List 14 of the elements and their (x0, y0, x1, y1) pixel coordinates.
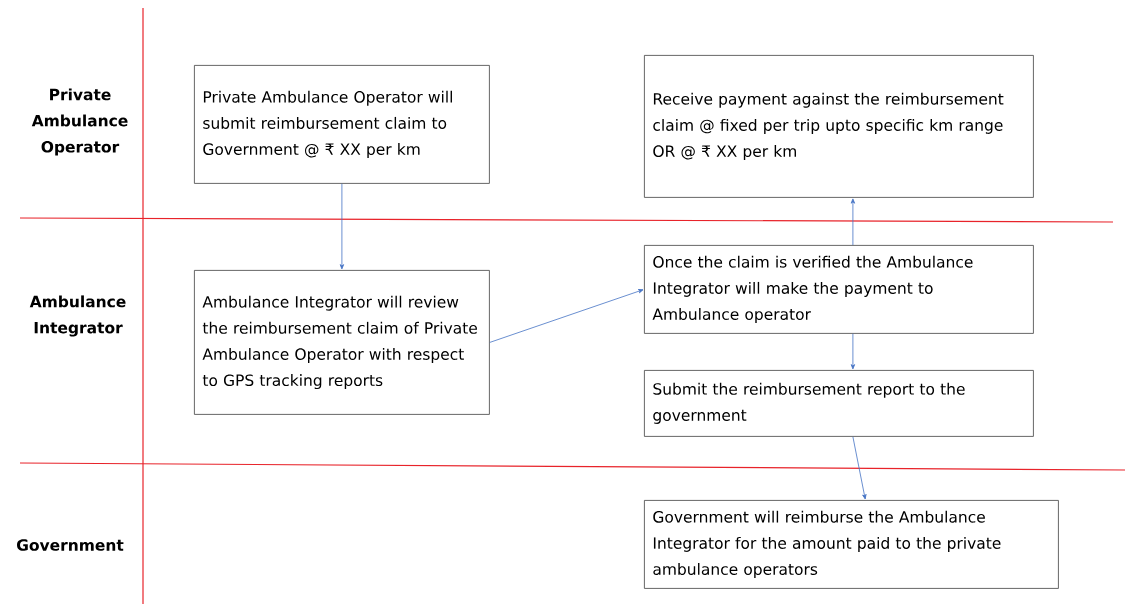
arrow (852, 436, 867, 500)
arrow (850, 198, 856, 246)
arrow (489, 289, 644, 343)
process-box: Private Ambulance Operator will submit reimbursement claim to Government @ ₹ XX per km (194, 65, 490, 184)
lane-label: Private Ambulance Operator (31, 88, 128, 156)
arrow (339, 183, 345, 270)
lane-label: Ambulance Integrator (29, 295, 126, 337)
process-box: Ambulance Integrator will review the reimbursement claim of Private Ambulance Operator with respect to GPS tracking reports (194, 270, 490, 415)
process-box: Government will reimburse the Ambulance Integrator for the amount paid to the private ambulance operators (644, 500, 1059, 589)
arrow (850, 333, 856, 370)
process-box: Once the claim is verified the Ambulance Integrator will make the payment to Ambulance operator (644, 245, 1034, 334)
process-box: Receive payment against the reimbursement claim @ fixed per trip upto specific km range OR @ ₹ XX per km (644, 55, 1034, 198)
lane-label: Government (17, 539, 124, 551)
process-box: Submit the reimbursement report to the government (644, 370, 1034, 437)
